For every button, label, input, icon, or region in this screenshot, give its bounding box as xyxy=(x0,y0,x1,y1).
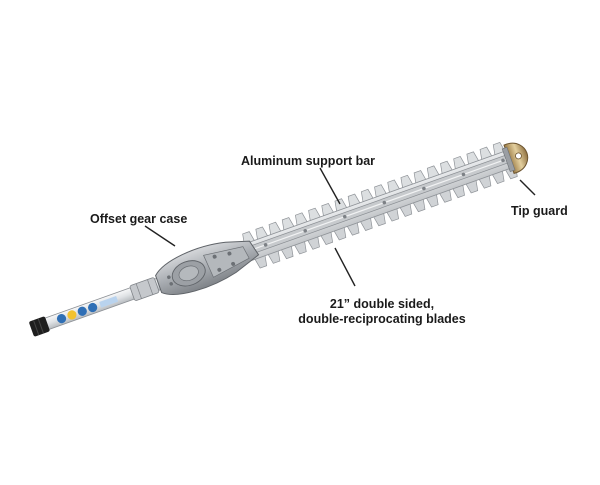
rivet xyxy=(263,243,268,247)
leader-blades xyxy=(334,247,356,287)
warning-decals xyxy=(56,295,119,324)
rivet xyxy=(303,228,308,233)
rivet xyxy=(501,158,505,163)
blade-teeth-lower xyxy=(254,164,518,269)
callout-tip-guard: Tip guard xyxy=(511,204,568,218)
rivet xyxy=(342,214,347,219)
bar-rivets xyxy=(263,158,505,247)
rivet xyxy=(382,200,387,205)
callout-blades-line-1: 21” double sided, xyxy=(329,297,435,311)
rivet xyxy=(422,186,426,191)
callout-blades: 21” double sided, double-reciprocating b… xyxy=(292,297,472,327)
offset-gear-case xyxy=(155,240,260,295)
leader-support-bar xyxy=(319,167,341,205)
shaft-clamp xyxy=(129,277,160,301)
callout-offset-gear-case: Offset gear case xyxy=(90,212,188,226)
leader-tip-guard xyxy=(519,179,536,196)
tip-guard xyxy=(501,142,529,175)
callout-aluminum-support-bar: Aluminum support bar xyxy=(241,154,376,168)
callout-blades-line-2: double-reciprocating blades xyxy=(298,312,466,326)
rivet xyxy=(461,172,466,177)
leader-lines xyxy=(144,167,536,287)
leader-gear-case xyxy=(144,225,176,247)
trimmer-assembly xyxy=(29,141,529,337)
